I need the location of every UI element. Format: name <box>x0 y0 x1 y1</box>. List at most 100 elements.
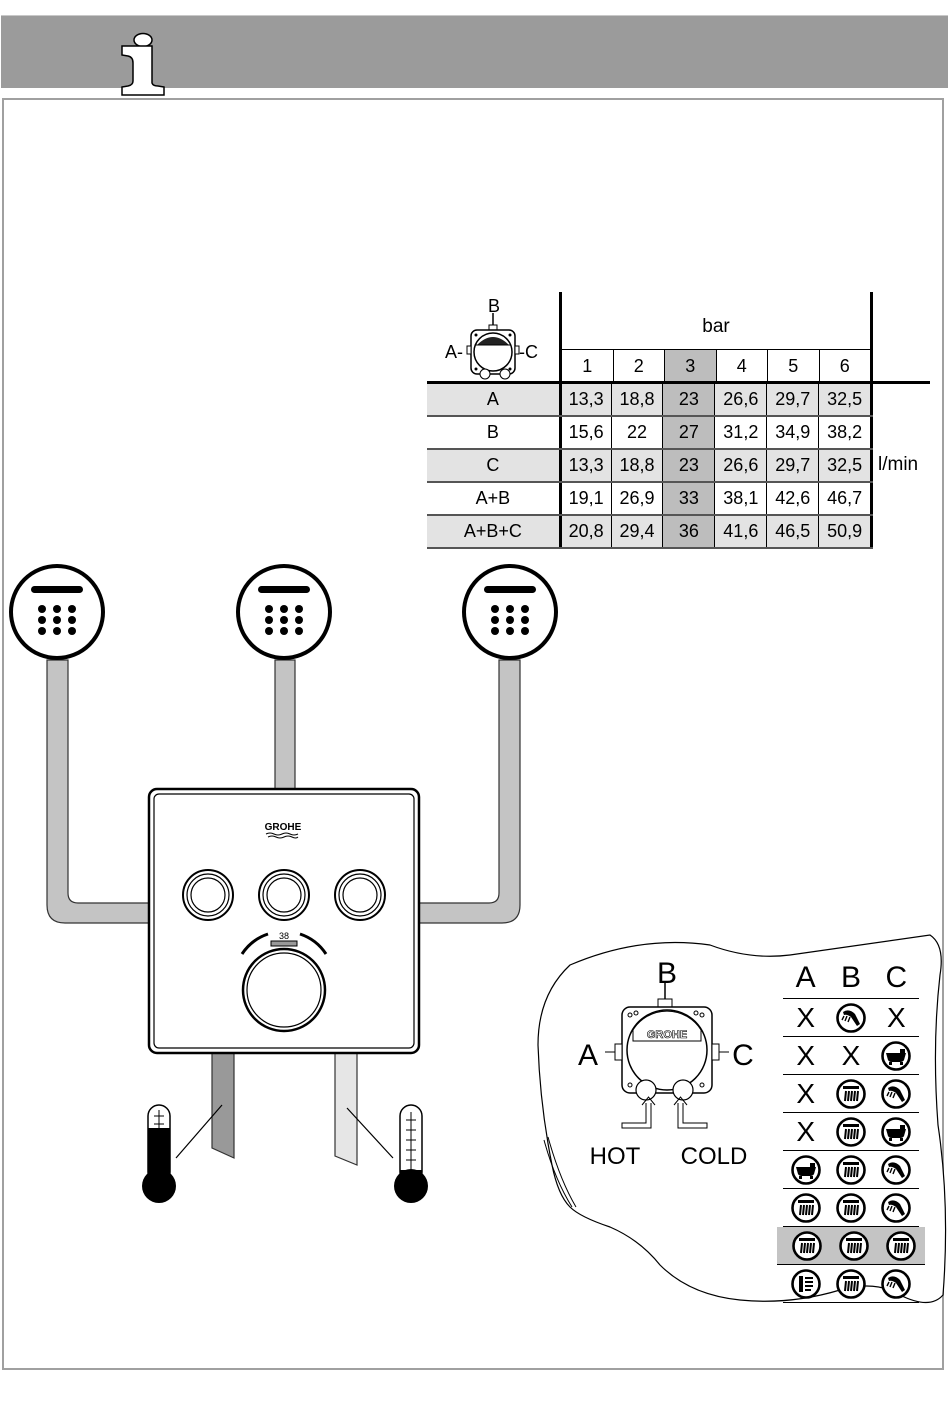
outlet-label: B <box>427 417 559 448</box>
header-bar <box>1 15 948 88</box>
flow-value-cell: 32,5 <box>818 450 873 481</box>
flow-value-cell: 29,7 <box>766 450 818 481</box>
side-jets-icon <box>783 1268 828 1300</box>
flow-unit-label: l/min <box>878 454 918 476</box>
flow-value-cell: 38,2 <box>818 417 873 448</box>
flow-value-cell: 22 <box>611 417 663 448</box>
outlet-label: C <box>427 450 559 481</box>
outlet-label: A+B <box>427 483 559 514</box>
pressure-columns: 1 2 3 4 5 6 <box>559 350 873 382</box>
thermometer-hot-icon <box>142 1105 222 1203</box>
rain-shower-icon <box>828 1116 873 1148</box>
shower-head-icon <box>238 566 330 658</box>
not-used-mark: X <box>874 1002 919 1034</box>
flow-value-cell: 26,6 <box>714 384 766 415</box>
rain-shower-icon <box>878 1230 925 1262</box>
flow-value-cell: 32,5 <box>818 384 873 415</box>
not-used-mark: X <box>828 1040 873 1072</box>
hand-shower-icon <box>874 1078 919 1110</box>
pressure-col-5: 5 <box>768 350 820 382</box>
combination-row: XX <box>783 1037 919 1075</box>
rain-shower-icon <box>828 1192 873 1224</box>
svg-text:GROHE: GROHE <box>647 1029 687 1041</box>
outlet-label: A <box>427 384 559 415</box>
small-diagram-label-b: B <box>488 296 500 317</box>
combination-row <box>783 1265 919 1303</box>
rain-shower-icon <box>783 1192 828 1224</box>
temperature-readout: 38 <box>279 931 289 941</box>
flow-value-cell: 18,8 <box>611 450 663 481</box>
config-label-c: C <box>732 1039 754 1072</box>
flow-value-cell: 34,9 <box>766 417 818 448</box>
combination-row: XX <box>783 999 919 1037</box>
outlet-column-header: C <box>874 958 919 998</box>
flow-value-cell: 46,5 <box>766 516 818 547</box>
hand-shower-icon <box>874 1192 919 1224</box>
flow-value-cell: 29,7 <box>766 384 818 415</box>
flow-value-cell: 18,8 <box>611 384 663 415</box>
combination-row: X <box>783 1075 919 1113</box>
outlet-pipe-c <box>418 660 520 923</box>
outlet-pipe-a <box>47 660 150 923</box>
flow-value-cell: 38,1 <box>714 483 766 514</box>
rain-shower-icon <box>828 1078 873 1110</box>
outlet-pipe-b <box>275 660 295 790</box>
flow-value-cell: 42,6 <box>766 483 818 514</box>
hand-shower-icon <box>828 1002 873 1034</box>
flow-value-cell: 29,4 <box>611 516 663 547</box>
pressure-col-6: 6 <box>820 350 871 382</box>
flow-value-cell: 23 <box>662 384 714 415</box>
flow-value-cell: 36 <box>662 516 714 547</box>
combination-row <box>783 1151 919 1189</box>
flow-value-cell: 13,3 <box>559 450 611 481</box>
rain-shower-icon <box>830 1230 877 1262</box>
hand-shower-icon <box>874 1268 919 1300</box>
outlet-label: A+B+C <box>427 516 559 547</box>
config-label-b: B <box>657 957 677 990</box>
outlet-button-a[interactable] <box>183 870 233 920</box>
not-used-mark: X <box>783 1002 828 1034</box>
combination-row-highlighted <box>777 1227 925 1265</box>
not-used-mark: X <box>783 1040 828 1072</box>
pressure-col-3-highlighted: 3 <box>665 350 717 382</box>
pressure-unit-label: bar <box>562 316 870 338</box>
installation-illustration: GROHE 38 <box>0 560 560 1220</box>
flow-value-cell: 41,6 <box>714 516 766 547</box>
bathtub-icon <box>783 1154 828 1186</box>
flow-value-cell: 46,7 <box>818 483 873 514</box>
bathtub-icon <box>874 1040 919 1072</box>
outlet-column-header: A <box>783 958 828 998</box>
combination-row <box>783 1189 919 1227</box>
flow-value-cell: 31,2 <box>714 417 766 448</box>
flow-value-cell: 15,6 <box>559 417 611 448</box>
hand-shower-icon <box>874 1154 919 1186</box>
pressure-col-1: 1 <box>562 350 614 382</box>
shower-head-icon <box>464 566 556 658</box>
flow-value-cell: 19,1 <box>559 483 611 514</box>
cold-supply-pipe <box>335 1048 357 1165</box>
not-used-mark: X <box>783 1116 828 1148</box>
thermometer-cold-icon <box>347 1105 428 1203</box>
outlet-button-c[interactable] <box>335 870 385 920</box>
config-label-a: A <box>578 1039 598 1072</box>
hot-label: HOT <box>590 1143 641 1170</box>
cold-label: COLD <box>681 1143 748 1170</box>
svg-text:GROHE: GROHE <box>265 822 302 833</box>
flow-table-body: A13,318,82326,629,732,5B15,6222731,234,9… <box>427 384 873 549</box>
hot-supply-pipe <box>212 1048 234 1158</box>
rain-shower-icon <box>828 1268 873 1300</box>
flow-table-row: A+B19,126,93338,142,646,7 <box>427 483 873 516</box>
outlet-button-b[interactable] <box>259 870 309 920</box>
bathtub-icon <box>874 1116 919 1148</box>
pressure-col-2: 2 <box>614 350 666 382</box>
flow-value-cell: 23 <box>662 450 714 481</box>
info-icon <box>115 30 171 96</box>
small-diagram-label-a: A- <box>445 342 463 363</box>
rain-shower-icon <box>828 1154 873 1186</box>
flow-value-cell: 33 <box>662 483 714 514</box>
